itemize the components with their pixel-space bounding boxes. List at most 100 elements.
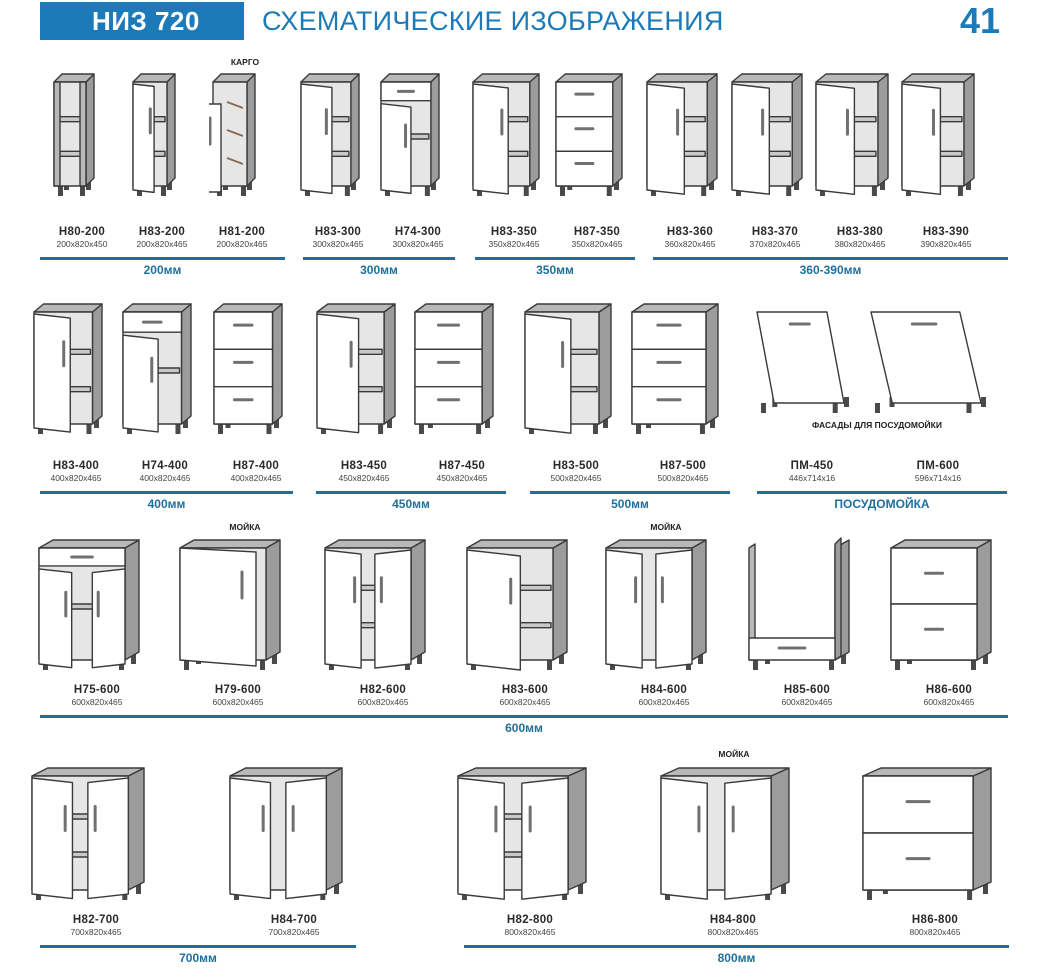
model-dimensions: 350x820x465: [571, 239, 623, 249]
side-panel: [529, 73, 540, 187]
door: [87, 777, 130, 900]
cabinet-illustration: [414, 303, 494, 434]
leg: [184, 660, 189, 670]
group-label: 600мм: [505, 721, 543, 735]
cabinet-12: [27, 300, 125, 442]
side-panel: [246, 73, 256, 187]
group-label: 700мм: [179, 951, 217, 965]
leg: [86, 424, 92, 434]
group-divider: [40, 715, 1008, 718]
leg: [431, 180, 436, 190]
model-code: Н84-600: [640, 684, 688, 696]
cabinet-illustration: [646, 73, 718, 196]
catalog-banner: НИЗ 720: [40, 2, 244, 40]
group-label: 400мм: [147, 497, 186, 511]
side-front: [53, 81, 61, 187]
cabinet-illustration: [53, 73, 95, 196]
cabinet-illustration: [300, 73, 360, 196]
cabinet-4: [293, 70, 383, 204]
drawer-front: [414, 348, 483, 388]
cabinet-1: [37, 70, 127, 204]
group-label: ПОСУДОМОЙКА: [834, 497, 930, 511]
top-panel: [229, 767, 343, 777]
top-panel: [901, 73, 975, 83]
cabinet-illustration: [38, 539, 140, 670]
side-panel: [383, 303, 396, 425]
cabinet-illustration: [555, 73, 623, 196]
top-panel: [890, 539, 992, 549]
cabinet-illustration: [870, 311, 986, 413]
cabinet-illustration: [179, 539, 281, 670]
cabinet-28: [25, 764, 167, 908]
cabinet-22: [173, 536, 303, 678]
cabinet-illustration: [815, 73, 889, 196]
leg: [419, 424, 424, 434]
leg: [701, 186, 707, 196]
leg: [871, 186, 877, 196]
group-label: 360-390мм: [799, 263, 862, 277]
top-panel: [646, 73, 718, 83]
cabinet-illustration: [660, 767, 790, 900]
group-divider: [40, 257, 285, 260]
cabinet-11: [895, 70, 997, 204]
dishwasher-facade: [755, 311, 845, 404]
cabinet-illustration: [324, 539, 426, 670]
side-panel: [691, 539, 707, 661]
cabinet-3: [197, 70, 287, 204]
top-panel: [524, 303, 612, 313]
drawer-front: [890, 603, 978, 661]
door: [731, 83, 771, 195]
side-panel: [265, 539, 281, 661]
top-panel: [605, 539, 707, 549]
door: [605, 549, 643, 669]
top-panel: [132, 73, 176, 83]
top-panel: [631, 303, 719, 313]
model-code: Н82-600: [359, 684, 407, 696]
model-dimensions: 400x820x465: [139, 473, 191, 483]
model-code: Н85-600: [783, 684, 831, 696]
cabinet-drawing: [870, 311, 986, 413]
model-code: Н86-800: [911, 914, 959, 926]
drawer-front: [631, 311, 707, 351]
leg: [636, 424, 641, 434]
model-dimensions: 300x820x465: [312, 239, 364, 249]
model-code: Н87-500: [659, 460, 707, 472]
cabinet-drawing: [300, 73, 360, 196]
top-panel: [212, 73, 256, 83]
leg: [967, 890, 973, 900]
side-panel: [598, 303, 612, 425]
cabinet-drawing: [862, 767, 992, 900]
door: [901, 83, 942, 196]
door: [815, 83, 856, 196]
model-code: Н86-600: [925, 684, 973, 696]
cabinet-24: [460, 536, 590, 678]
model-dimensions: 200x820x450: [56, 239, 108, 249]
cabinet-drawing: [31, 767, 145, 900]
model-dimensions: 600x820x465: [499, 697, 551, 707]
side-panel: [325, 767, 343, 891]
top-panel: [53, 73, 95, 83]
leg: [981, 397, 986, 407]
leg: [485, 418, 490, 428]
cabinet-illustration: [472, 73, 540, 196]
model-code: Н83-500: [552, 460, 600, 472]
cabinet-19: [750, 300, 875, 421]
group-label: 200мм: [143, 263, 182, 277]
leg: [559, 654, 564, 664]
leg: [829, 660, 834, 670]
leg: [274, 418, 279, 428]
cabinet-illustration: [380, 73, 440, 196]
leg: [983, 884, 988, 894]
cabinet-drawing: [209, 73, 256, 196]
door: [524, 313, 572, 434]
leg: [983, 654, 988, 664]
leg: [560, 186, 565, 196]
model-code: Н83-360: [666, 226, 714, 238]
